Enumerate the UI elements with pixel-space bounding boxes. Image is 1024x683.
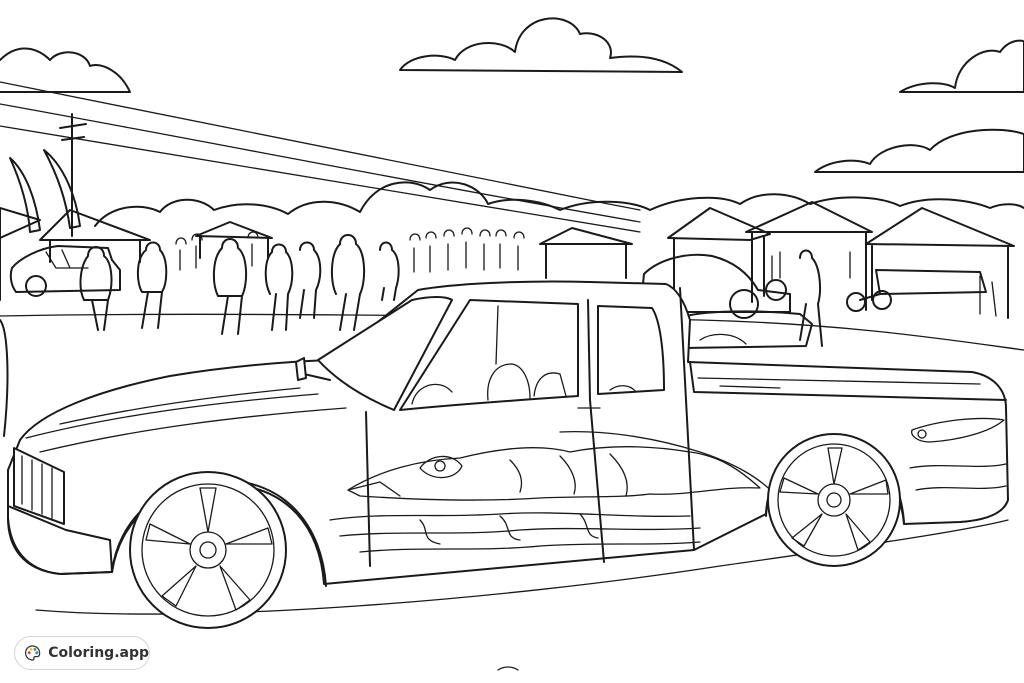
cloud-left: [0, 48, 130, 92]
front-wheel: [130, 472, 286, 628]
front-bumper: [8, 506, 112, 574]
cloud-center: [400, 18, 682, 72]
cloud-right-low: [815, 130, 1024, 172]
power-lines: [0, 82, 640, 236]
boat-trailer: [860, 270, 986, 300]
vendor-tents: [0, 202, 1014, 318]
brand-name: Coloring.app: [48, 645, 149, 661]
side-mirror: [296, 358, 306, 380]
rear-wheel: [768, 434, 900, 566]
rear-cab-window: [598, 306, 664, 394]
background-cars: [11, 246, 986, 348]
utility-pole: [60, 114, 86, 236]
rear-door-seam: [680, 288, 694, 550]
cab-window: [400, 300, 578, 410]
treeline: [95, 182, 1024, 226]
steering-wheel: [412, 384, 452, 404]
low-sports-car: [680, 311, 812, 348]
windshield: [318, 297, 452, 410]
clouds: [0, 18, 1024, 172]
person-left-edge: [0, 320, 7, 436]
cloud-right-top: [900, 41, 1024, 92]
side-graphics: [330, 418, 1006, 552]
brand-badge[interactable]: Coloring.app: [14, 636, 150, 670]
seat: [488, 364, 530, 400]
lowrider-truck: [8, 281, 1008, 628]
palette-icon: [24, 645, 41, 661]
feather-flags: [10, 150, 80, 232]
hot-rod: [640, 255, 790, 312]
truck-bed: [690, 362, 1006, 400]
front-door: [366, 300, 604, 566]
left-parked-car: [11, 246, 120, 292]
